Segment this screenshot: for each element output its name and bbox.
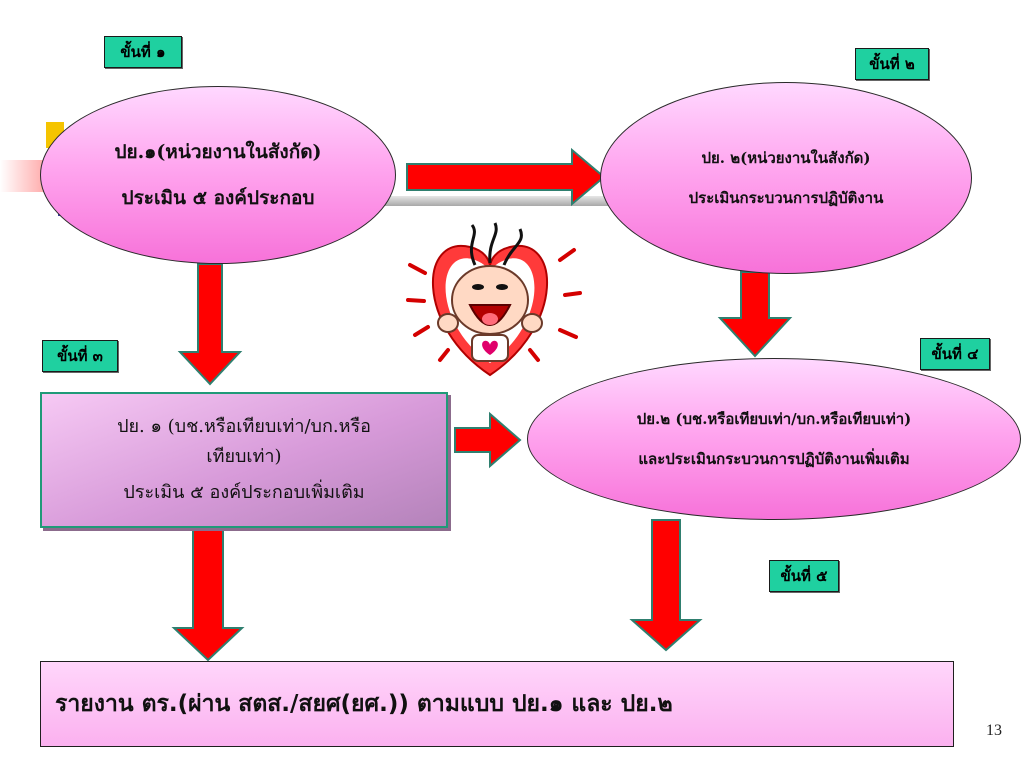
arrow-right-1 <box>406 147 606 207</box>
arrow-down-4 <box>629 519 703 652</box>
step-2-badge: ขั้นที่ ๒ <box>855 48 929 80</box>
page-number: 13 <box>986 722 1002 739</box>
arrow-down-3 <box>171 529 245 662</box>
arrow-down-2 <box>717 271 793 358</box>
report-text: รายงาน ตร.(ผ่าน สตส./สยศ(ยศ.)) ตามแบบ ปย… <box>55 691 673 717</box>
node-2-line-1: ปย. ๒(หน่วยงานในสังกัด) <box>701 149 871 167</box>
node-1-ellipse: ปย.๑(หน่วยงานในสังกัด) ประเมิน ๕ องค์ประ… <box>40 86 396 264</box>
node-3-line-3: ประเมิน ๕ องค์ประกอบเพิ่มเติม <box>123 482 365 503</box>
step-4-badge: ขั้นที่ ๔ <box>920 338 990 370</box>
node-1-line-1: ปย.๑(หน่วยงานในสังกัด) <box>114 141 322 163</box>
node-3-line-1: ปย. ๑ (บช.หรือเทียบเท่า/บก.หรือ <box>117 416 371 437</box>
node-1-line-2: ประเมิน ๕ องค์ประกอบ <box>121 187 315 209</box>
decor-gray-bar <box>380 196 630 206</box>
node-4-line-1: ปย.๒ (บช.หรือเทียบเท่า/บก.หรือเทียบเท่า) <box>636 410 912 428</box>
step-3-badge: ขั้นที่ ๓ <box>42 340 118 372</box>
node-3-line-2: เทียบเท่า) <box>206 446 282 467</box>
node-3-box: ปย. ๑ (บช.หรือเทียบเท่า/บก.หรือ เทียบเท่… <box>40 392 448 528</box>
step-1-badge: ขั้นที่ ๑ <box>104 36 182 68</box>
node-4-line-2: และประเมินกระบวนการปฏิบัติงานเพิ่มเติม <box>638 450 910 468</box>
node-4-ellipse: ปย.๒ (บช.หรือเทียบเท่า/บก.หรือเทียบเท่า)… <box>527 358 1021 520</box>
arrow-down-1 <box>177 263 243 386</box>
node-2-line-2: ประเมินกระบวนการปฏิบัติงาน <box>688 189 884 207</box>
step-5-badge: ขั้นที่ ๕ <box>769 560 839 592</box>
arrow-right-2 <box>454 411 522 469</box>
report-box: รายงาน ตร.(ผ่าน สตส./สยศ(ยศ.)) ตามแบบ ปย… <box>40 661 954 747</box>
node-2-ellipse: ปย. ๒(หน่วยงานในสังกัด) ประเมินกระบวนการ… <box>600 82 972 274</box>
